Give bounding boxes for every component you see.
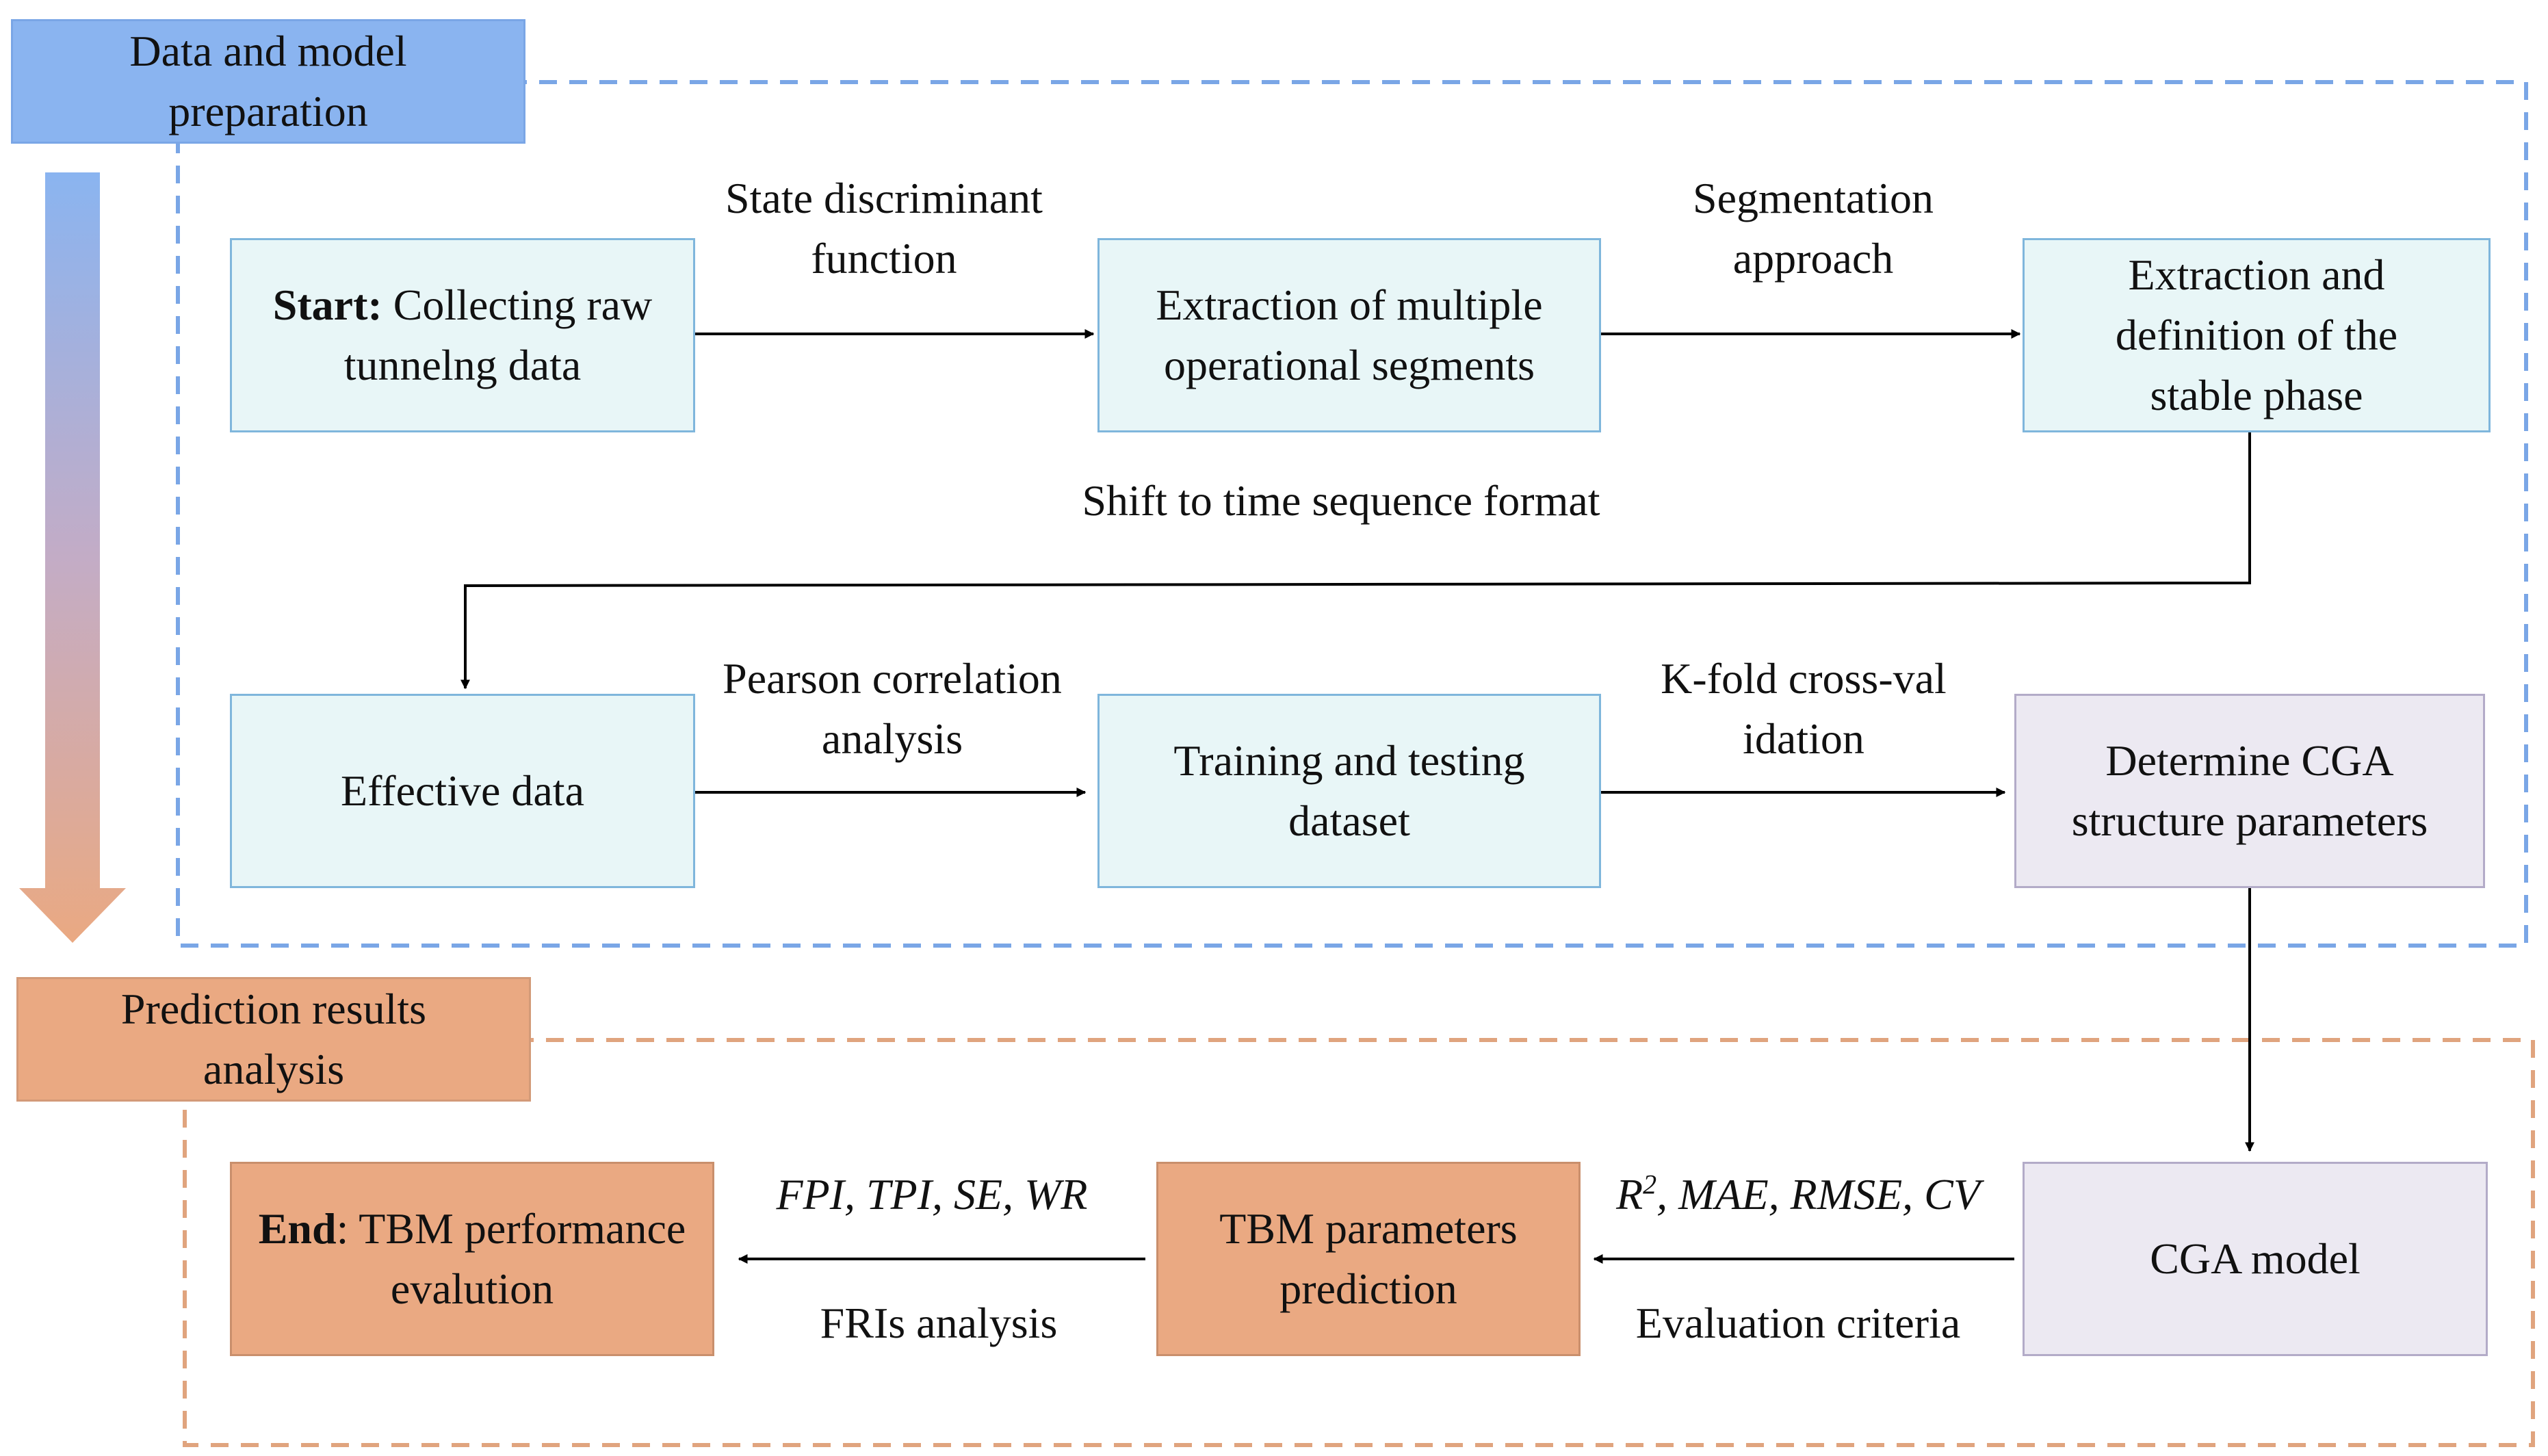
end-keyword: End [258, 1204, 337, 1253]
label-shift-time: Shift to time sequence format [1082, 476, 1600, 525]
node-tbm-prediction: TBM parameters prediction [1156, 1162, 1581, 1356]
label-fpi: FPI, TPI, SE, WR [776, 1170, 1088, 1219]
stage-label-analysis: Prediction results analysis [16, 977, 531, 1102]
arrow-stable-to-effective [460, 432, 2251, 690]
node-cga-model: CGA model [2023, 1162, 2488, 1356]
label-metrics: R2, MAE, RMSE, CV [1616, 1165, 1980, 1225]
label-state-discriminant: State discriminant function [725, 174, 1043, 283]
label-segmentation: Segmentation approach [1693, 174, 1934, 283]
stage-flow-arrow [19, 172, 126, 943]
label-fris: FRIs analysis [820, 1299, 1058, 1347]
metric-rest: , MAE, RMSE, CV [1656, 1170, 1980, 1219]
metric-r: R [1616, 1170, 1643, 1219]
node-training-testing: Training and testing dataset [1097, 694, 1601, 888]
start-text: Collecting raw tunnelng data [343, 281, 653, 389]
label-kfold: K-fold cross-validation [1661, 654, 1947, 763]
analysis-dashed-frame [183, 1038, 2535, 1447]
metric-r-superscript: 2 [1643, 1169, 1657, 1200]
stage-label-preparation: Data and model preparation [11, 19, 525, 144]
end-text: : TBM performance evalution [336, 1204, 686, 1313]
node-end: End: TBM performance evalution [230, 1162, 714, 1356]
node-effective-data: Effective data [230, 694, 695, 888]
node-stable-phase: Extraction and definition of the stable … [2023, 238, 2491, 432]
start-keyword: Start: [272, 281, 382, 329]
preparation-dashed-frame [176, 80, 2528, 948]
node-extraction-segments: Extraction of multiple operational segme… [1097, 238, 1601, 432]
node-start: Start: Collecting raw tunnelng data [230, 238, 695, 432]
label-pearson: Pearson correlation analysis [723, 654, 1062, 763]
node-determine-cga: Determine CGA structure parameters [2014, 694, 2485, 888]
label-evaluation: Evaluation criteria [1635, 1299, 1961, 1347]
